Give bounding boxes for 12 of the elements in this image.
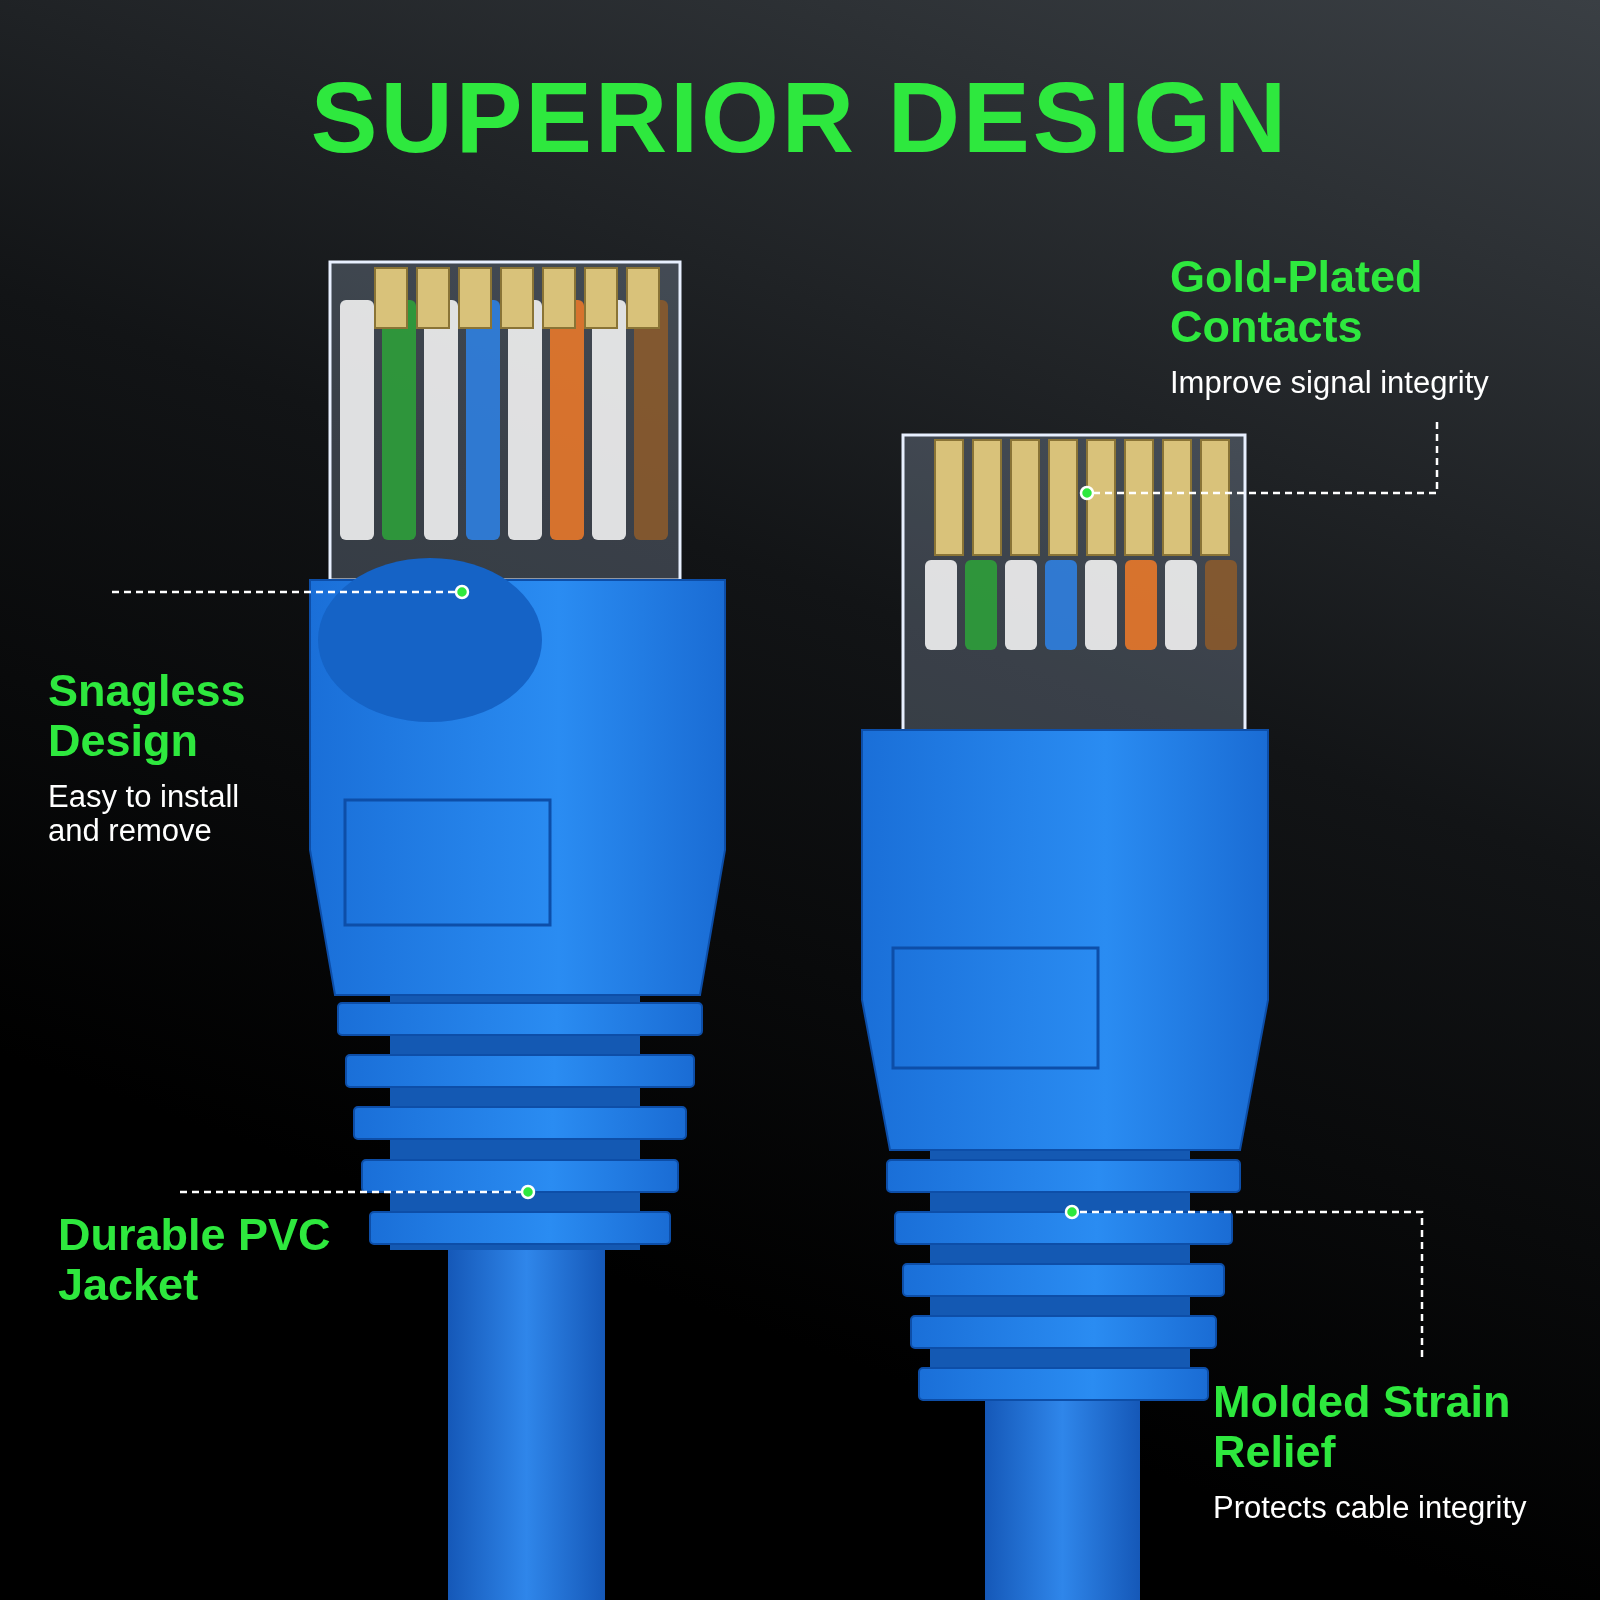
- callout-title: Gold-Plated Contacts: [1170, 252, 1424, 352]
- leader-line: [1079, 422, 1439, 501]
- callout-description: Improve signal integrity: [1170, 366, 1490, 400]
- leader-line: [1064, 1204, 1424, 1357]
- callout-title: Molded Strain Relief: [1213, 1377, 1512, 1477]
- leader-line: [112, 584, 470, 600]
- callout-title: Snagless Design: [48, 666, 247, 766]
- callout-title: Durable PVC Jacket: [58, 1210, 332, 1310]
- callout-description: Protects cable integrity: [1213, 1491, 1528, 1525]
- leader-line: [180, 1184, 536, 1200]
- title: SUPERIOR DESIGN: [309, 62, 1291, 172]
- callout-description: Easy to install and remove: [48, 780, 241, 848]
